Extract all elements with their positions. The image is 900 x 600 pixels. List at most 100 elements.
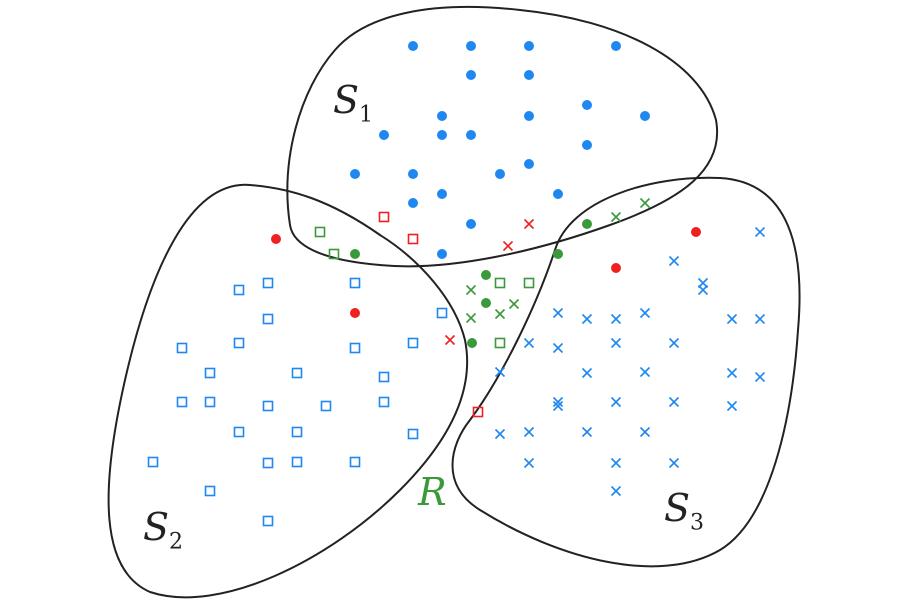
blue-dot-marker <box>466 130 476 140</box>
blue-square-marker <box>262 400 274 412</box>
set-s1-outline <box>286 5 719 268</box>
blue-dot-marker <box>437 189 447 199</box>
blue-cross-marker <box>668 396 680 408</box>
blue-dot-marker <box>466 41 476 51</box>
green-cross-marker <box>465 312 477 324</box>
green-square-marker <box>523 277 535 289</box>
set-s2-label-main: S <box>143 505 170 549</box>
blue-cross-marker <box>610 337 622 349</box>
blue-cross-marker <box>552 396 564 408</box>
blue-cross-marker <box>726 367 738 379</box>
blue-dot-marker <box>408 41 418 51</box>
blue-dot-marker <box>524 41 534 51</box>
red-cross-marker <box>444 334 456 346</box>
blue-cross-marker <box>552 400 564 412</box>
blue-dot-marker <box>495 169 505 179</box>
blue-square-marker <box>262 515 274 527</box>
green-square-marker <box>494 277 506 289</box>
blue-square-marker <box>291 426 303 438</box>
green-cross-marker <box>639 197 651 209</box>
blue-cross-marker <box>523 457 535 469</box>
green-cross-marker <box>494 308 506 320</box>
green-square-marker <box>314 226 326 238</box>
blue-cross-marker <box>639 426 651 438</box>
blue-dot-marker <box>524 159 534 169</box>
blue-dot-marker <box>611 41 621 51</box>
blue-square-marker <box>262 277 274 289</box>
blue-square-marker <box>204 367 216 379</box>
red-dot-marker <box>350 308 360 318</box>
blue-square-marker <box>378 371 390 383</box>
green-dot-marker <box>481 270 491 280</box>
green-dot-marker <box>582 219 592 229</box>
blue-cross-marker <box>581 313 593 325</box>
blue-dot-marker <box>437 249 447 259</box>
blue-square-marker <box>262 313 274 325</box>
green-square-marker <box>494 337 506 349</box>
blue-dot-marker <box>640 111 650 121</box>
red-dot-marker <box>691 227 701 237</box>
set-s3-label-sub: 3 <box>690 510 705 536</box>
blue-square-marker <box>176 396 188 408</box>
set-s2-label-sub: 2 <box>169 529 184 555</box>
green-cross-marker <box>610 211 622 223</box>
blue-cross-marker <box>668 457 680 469</box>
blue-cross-marker <box>639 366 651 378</box>
blue-dot-marker <box>379 130 389 140</box>
blue-square-marker <box>176 342 188 354</box>
set-s3-label: S3 <box>664 486 704 536</box>
red-dot-marker <box>271 234 281 244</box>
blue-square-marker <box>291 367 303 379</box>
blue-dot-marker <box>524 70 534 80</box>
region-r-label: R <box>418 470 447 514</box>
blue-dot-marker <box>437 130 447 140</box>
blue-square-marker <box>349 277 361 289</box>
green-dot-marker <box>350 249 360 259</box>
blue-dot-marker <box>408 198 418 208</box>
blue-cross-marker <box>668 337 680 349</box>
blue-cross-marker <box>494 366 506 378</box>
blue-cross-marker <box>754 226 766 238</box>
blue-dot-marker <box>466 70 476 80</box>
blue-dot-marker <box>437 111 447 121</box>
blue-cross-marker <box>726 313 738 325</box>
blue-square-marker <box>204 396 216 408</box>
red-square-marker <box>407 233 419 245</box>
set-s1-label-sub: 1 <box>359 102 374 128</box>
blue-cross-marker <box>639 307 651 319</box>
green-dot-marker <box>553 249 563 259</box>
set-s3-label-main: S <box>664 486 691 530</box>
blue-cross-marker <box>610 396 622 408</box>
set-s2-outline <box>107 183 469 599</box>
set-s3-outline <box>451 176 801 568</box>
red-square-marker <box>472 406 484 418</box>
blue-square-marker <box>407 428 419 440</box>
blue-dot-marker <box>582 140 592 150</box>
blue-square-marker <box>147 456 159 468</box>
blue-dot-marker <box>466 219 476 229</box>
blue-cross-marker <box>581 426 593 438</box>
blue-cross-marker <box>494 428 506 440</box>
blue-square-marker <box>378 396 390 408</box>
blue-dot-marker <box>582 100 592 110</box>
blue-cross-marker <box>581 367 593 379</box>
blue-square-marker <box>233 337 245 349</box>
blue-cross-marker <box>610 457 622 469</box>
blue-square-marker <box>320 400 332 412</box>
set-s2-label: S2 <box>143 505 183 555</box>
blue-cross-marker <box>523 337 535 349</box>
blue-cross-marker <box>754 371 766 383</box>
blue-square-marker <box>349 456 361 468</box>
green-square-marker <box>328 248 340 260</box>
green-cross-marker <box>465 284 477 296</box>
red-cross-marker <box>523 218 535 230</box>
blue-dot-marker <box>553 189 563 199</box>
set-s1-label-main: S <box>333 78 360 122</box>
green-dot-marker <box>481 298 491 308</box>
green-dot-marker <box>467 338 477 348</box>
blue-cross-marker <box>668 255 680 267</box>
blue-cross-marker <box>754 313 766 325</box>
blue-dot-marker <box>350 169 360 179</box>
